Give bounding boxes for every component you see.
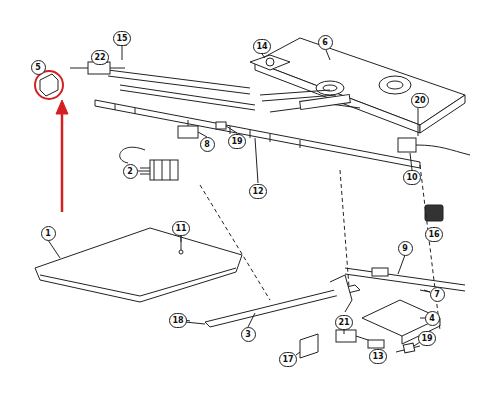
callout-number: 9	[398, 241, 413, 256]
callout-number: 11	[172, 221, 189, 236]
callout-number: 15	[113, 31, 130, 46]
callout-number: 21	[335, 315, 352, 330]
callout-number: 10	[403, 170, 420, 185]
callout-number: 14	[253, 39, 270, 54]
callout-number: 19	[418, 331, 435, 346]
callout-number: 12	[249, 184, 266, 199]
callout-number: 20	[411, 93, 428, 108]
callout-number: 19	[228, 134, 245, 149]
callout-number: 16	[425, 227, 442, 242]
callout-number: 8	[200, 137, 215, 152]
callout-number: 5	[31, 60, 46, 75]
callout-number: 13	[369, 349, 386, 364]
callout-number: 3	[241, 327, 256, 342]
callout-number: 6	[318, 35, 333, 50]
callout-number: 1	[41, 226, 56, 241]
callout-number: 7	[430, 287, 445, 302]
callout-number: 18	[169, 313, 186, 328]
callout-number: 17	[279, 352, 296, 367]
callout-number: 4	[425, 311, 440, 326]
callout-number: 22	[91, 50, 108, 65]
callout-number: 2	[123, 164, 138, 179]
